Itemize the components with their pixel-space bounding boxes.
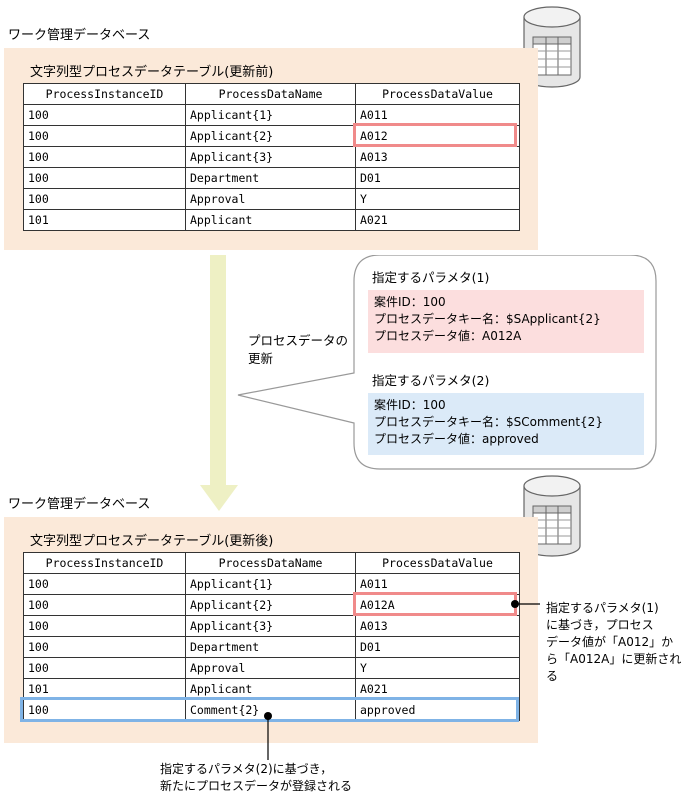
table-cell: 100 (23, 699, 186, 721)
param1-box: 案件ID：100 プロセスデータキー名：$SApplicant{2} プロセスデ… (368, 290, 644, 353)
note-param1-update: 指定するパラメタ(1) に基づき，プロセス データ値が「A012」か ら「A01… (546, 600, 681, 685)
top-section-label: ワーク管理データベース (8, 28, 151, 43)
update-arrow (200, 255, 238, 511)
note-param2-insert: 指定するパラメタ(2)に基づき， 新たにプロセスデータが登録される (160, 761, 352, 795)
note-line: 新たにプロセスデータが登録される (160, 779, 353, 793)
table-cell: A021 (355, 209, 520, 231)
column-header: ProcessInstanceID (23, 552, 186, 574)
bottom-table-title: 文字列型プロセスデータテーブル(更新後) (30, 534, 274, 549)
param2-box: 案件ID：100 プロセスデータキー名：$SComment{2} プロセスデータ… (368, 393, 644, 455)
param2-title: 指定するパラメタ(2) (372, 373, 490, 388)
param2-line: プロセスデータ値：approved (374, 432, 539, 446)
table-row: 100 Applicant{3} A013 (23, 146, 520, 168)
new-row-highlight (20, 697, 519, 722)
param1-line: プロセスデータ値：A012A (374, 329, 522, 343)
note-line: に基づき，プロセス (546, 618, 654, 632)
database-icon (523, 6, 581, 88)
note-line: ら「A012A」に更新され (546, 652, 682, 666)
arrow-label-line: 更新 (248, 351, 274, 366)
column-header: ProcessDataValue (355, 83, 520, 105)
top-process-data-table: ProcessInstanceID ProcessDataName Proces… (23, 83, 520, 231)
table-header-row: ProcessInstanceID ProcessDataName Proces… (23, 552, 520, 574)
table-row: 101 Applicant A021 (23, 678, 520, 700)
table-cell: A021 (355, 678, 520, 700)
top-table-title: 文字列型プロセスデータテーブル(更新前) (30, 65, 274, 80)
table-cell: Applicant{1} (185, 104, 356, 126)
note-line: 指定するパラメタ(2)に基づき， (160, 762, 333, 776)
table-row: 100 Department D01 (23, 636, 520, 658)
database-icon (523, 475, 581, 557)
table-header-row: ProcessInstanceID ProcessDataName Proces… (23, 83, 520, 105)
update-arrow-label: プロセスデータの 更新 (248, 332, 348, 368)
table-cell: 101 (23, 209, 186, 231)
table-cell: Applicant{3} (185, 146, 356, 168)
table-cell: Applicant (185, 209, 356, 231)
param1-line: 案件ID：100 (374, 295, 446, 309)
column-header: ProcessDataName (185, 83, 356, 105)
param1-title: 指定するパラメタ(1) (372, 270, 490, 285)
param2-line: プロセスデータキー名：$SComment{2} (374, 415, 603, 429)
table-row: 100 Applicant{2} A012 (23, 125, 520, 147)
bottom-section-label: ワーク管理データベース (8, 497, 151, 512)
note-line: る (546, 669, 559, 683)
note-line: 指定するパラメタ(1) (546, 601, 659, 615)
table-row: 100 Approval Y (23, 188, 520, 210)
note-line: データ値が「A012」か (546, 635, 674, 649)
param1-line: プロセスデータキー名：$SApplicant{2} (374, 312, 601, 326)
table-row: 100 Applicant{2} A012A (23, 594, 520, 616)
table-cell: A011 (355, 104, 520, 126)
column-header: ProcessDataValue (355, 552, 520, 574)
param2-line: 案件ID：100 (374, 398, 446, 412)
table-row: 100 Applicant{1} A011 (23, 573, 520, 595)
table-row: 101 Applicant A021 (23, 209, 520, 231)
top-value-highlight (353, 123, 517, 147)
arrow-label-line: プロセスデータの (248, 333, 349, 348)
